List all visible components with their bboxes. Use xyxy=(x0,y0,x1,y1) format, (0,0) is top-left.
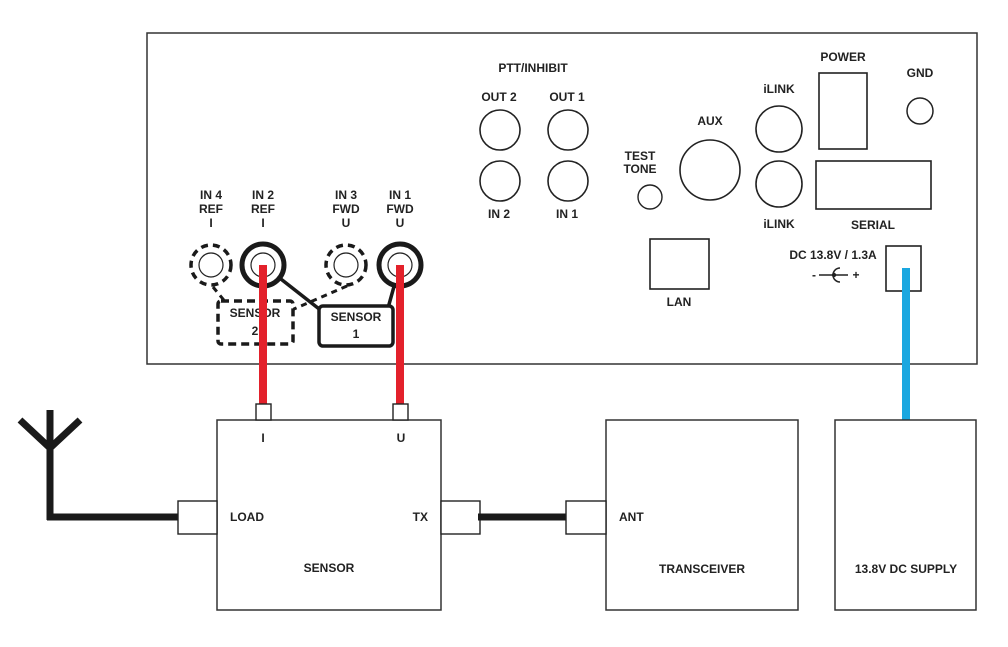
test-tone-jack xyxy=(637,184,663,210)
in1-fwd-label-line1: IN 1 xyxy=(389,188,411,202)
dc-polarity-icon: - + xyxy=(812,267,860,283)
in2-ref-pin xyxy=(259,266,267,274)
in3-label-line2: FWD xyxy=(332,202,360,216)
sensor2-label-line2: 2 xyxy=(252,324,259,338)
in3-jack-inner xyxy=(333,252,359,278)
serial-label: SERIAL xyxy=(851,218,895,232)
red-cable-i xyxy=(259,265,267,404)
polarity-plus: + xyxy=(852,268,859,282)
antenna-icon xyxy=(17,410,83,520)
in2-ref-label-line1: IN 2 xyxy=(252,188,274,202)
in4-jack-inner xyxy=(198,252,224,278)
test-tone-label-line1: TEST xyxy=(625,149,656,163)
out2-label: OUT 2 xyxy=(481,90,517,104)
in3-label-line1: IN 3 xyxy=(335,188,357,202)
power-label: POWER xyxy=(820,50,866,64)
ilink-bottom-jack xyxy=(755,160,803,208)
gnd-label: GND xyxy=(907,66,934,80)
aux-connector xyxy=(679,139,741,201)
blue-power-cable xyxy=(902,268,910,420)
ilink-bottom-label: iLINK xyxy=(763,217,795,231)
transceiver-unit xyxy=(605,419,799,611)
port-u-connector xyxy=(392,403,409,421)
in4-label-line1: IN 4 xyxy=(200,188,222,202)
lan-port xyxy=(649,238,710,290)
transceiver-title: TRANSCEIVER xyxy=(659,562,745,576)
in1-fwd-label-line2: FWD xyxy=(386,202,414,216)
sensor-unit xyxy=(216,419,442,611)
ilink-top-label: iLINK xyxy=(763,82,795,96)
lan-label: LAN xyxy=(667,295,692,309)
out1-jack xyxy=(547,109,589,151)
in3-label-line3: U xyxy=(342,216,351,230)
sensor2-box xyxy=(216,299,295,346)
polarity-minus: - xyxy=(812,268,816,282)
test-tone-label-line2: TONE xyxy=(623,162,656,176)
dc-input-label: DC 13.8V / 1.3A xyxy=(789,248,877,262)
sensor2-label-line1: SENSOR xyxy=(230,306,281,320)
in4-label-line2: REF xyxy=(199,202,223,216)
in1-jack xyxy=(547,160,589,202)
sensor1-label-line2: 1 xyxy=(353,327,360,341)
in2-ref-label-line2: REF xyxy=(251,202,275,216)
in4-label-line3: I xyxy=(209,216,212,230)
dc-supply-title: 13.8V DC SUPPLY xyxy=(855,562,957,576)
in1-fwd-label-line3: U xyxy=(396,216,405,230)
gnd-terminal xyxy=(906,97,934,125)
ptt-inhibit-label: PTT/INHIBIT xyxy=(498,61,568,75)
load-connector xyxy=(177,500,218,535)
out1-label: OUT 1 xyxy=(549,90,585,104)
ant-connector xyxy=(565,500,607,535)
tx-connector xyxy=(440,500,481,535)
sensor1-label-line1: SENSOR xyxy=(331,310,382,324)
out2-jack xyxy=(479,109,521,151)
sensor-title: SENSOR xyxy=(304,561,355,575)
serial-port xyxy=(815,160,932,210)
ilink-top-jack xyxy=(755,105,803,153)
aux-label: AUX xyxy=(697,114,722,128)
sensor-tx-label: TX xyxy=(413,510,428,524)
power-switch xyxy=(818,72,868,150)
in2-label: IN 2 xyxy=(488,207,510,221)
transceiver-ant-label: ANT xyxy=(619,510,644,524)
sensor-port-i-label: I xyxy=(261,431,264,445)
red-cable-u xyxy=(396,265,404,404)
dc-supply-unit xyxy=(834,419,977,611)
port-i-connector xyxy=(255,403,272,421)
sensor-load-label: LOAD xyxy=(230,510,264,524)
in1-fwd-pin xyxy=(396,266,404,274)
in1-label: IN 1 xyxy=(556,207,578,221)
in2-jack xyxy=(479,160,521,202)
in2-ref-label-line3: I xyxy=(261,216,264,230)
sensor1-box xyxy=(317,304,395,348)
sensor-port-u-label: U xyxy=(397,431,406,445)
